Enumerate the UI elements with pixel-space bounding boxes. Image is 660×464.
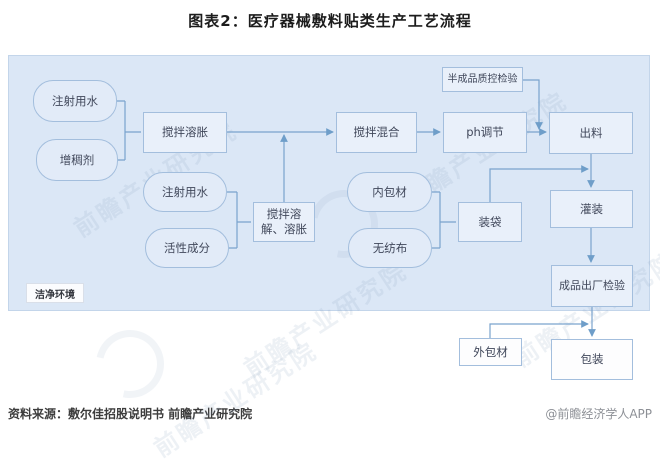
page-title: 图表2：医疗器械敷料贴类生产工艺流程 [188,12,472,30]
watermark-logo-icon [82,316,178,412]
credit-note: @前瞻经济学人APP [545,406,652,421]
node-stir-dissolve-swell: 搅拌溶解、溶胀 [253,202,315,242]
node-inner-packaging: 内包材 [347,172,432,212]
footer: 资料来源：敷尔佳招股说明书 前瞻产业研究院 @前瞻经济学人APP [0,401,660,425]
node-bagging: 装袋 [458,202,522,242]
region-label: 洁净环境 [26,283,84,303]
node-discharge: 出料 [549,112,633,154]
node-outer-packaging: 外包材 [459,338,522,366]
node-active-ingredient: 活性成分 [145,228,229,268]
node-ph-adjust: ph调节 [443,112,527,153]
node-final-qc: 成品出厂检验 [551,265,633,307]
watermark-text: 前瞻产业研究院 [148,336,323,463]
node-semi-finished-qc: 半成品质控检验 [442,67,523,92]
source-note: 资料来源：敷尔佳招股说明书 前瞻产业研究院 [8,406,253,421]
node-nonwoven: 无纺布 [348,228,432,268]
node-stir-mix: 搅拌混合 [336,112,417,153]
node-thickener: 增稠剂 [36,139,118,181]
node-stir-swell: 搅拌溶胀 [143,112,227,153]
node-injection-water-1: 注射用水 [33,80,117,122]
node-filling: 灌装 [550,190,633,228]
node-packing: 包装 [551,339,633,380]
node-injection-water-2: 注射用水 [143,172,227,212]
